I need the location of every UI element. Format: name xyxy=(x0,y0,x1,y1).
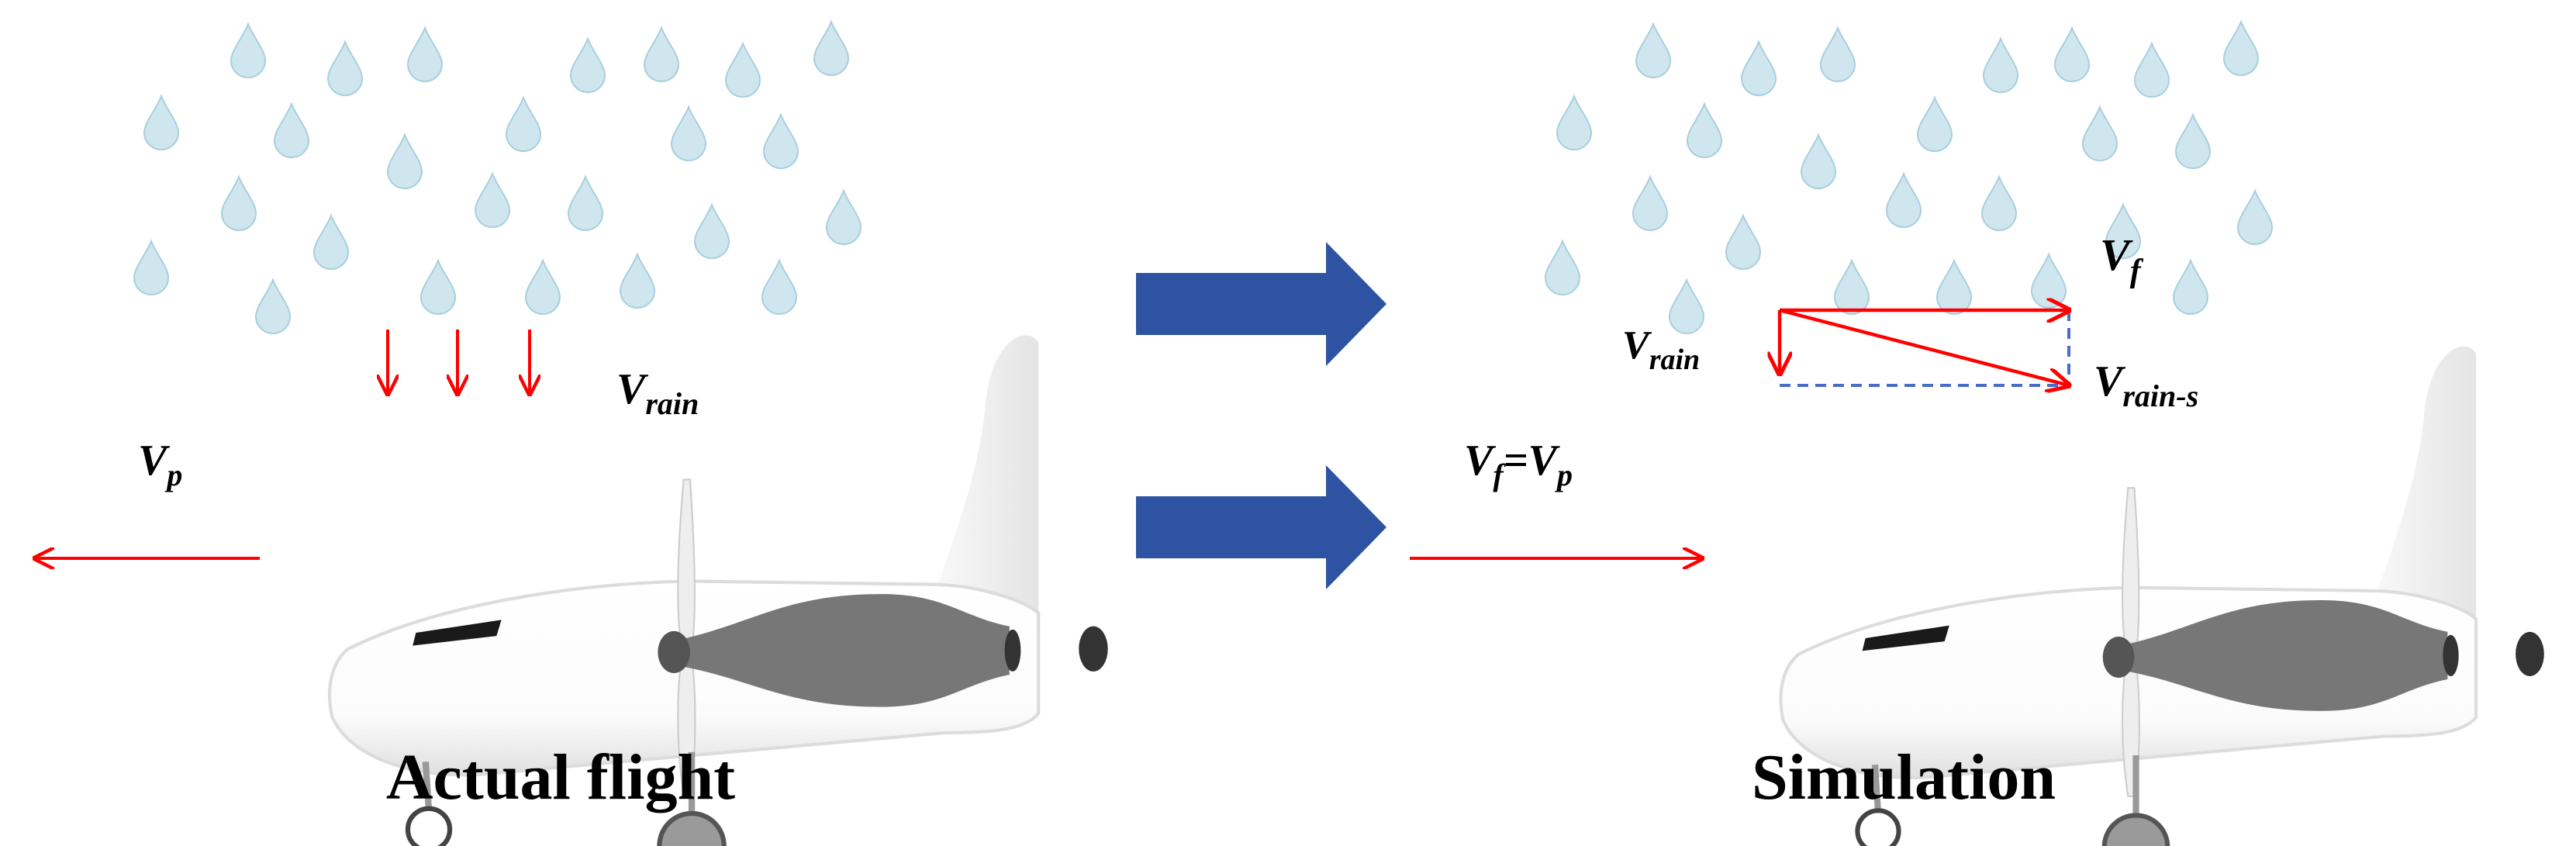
raindrop-icon xyxy=(506,97,541,152)
v-rain-label-right: Vrain xyxy=(1622,323,1700,376)
raindrop-icon xyxy=(1556,95,1592,150)
raindrop-icon xyxy=(143,95,179,150)
raindrop-icon xyxy=(133,240,169,295)
raindrop-icon xyxy=(420,260,456,315)
raindrop-icon xyxy=(525,260,561,315)
raindrop-icon xyxy=(1635,23,1671,78)
raindrop-icon xyxy=(826,190,862,245)
raindrop-icon xyxy=(230,23,266,78)
raindrop-icon xyxy=(2031,254,2067,309)
raindrop-icon xyxy=(1834,260,1870,315)
raindrop-icon xyxy=(644,27,679,82)
velocity-equation-label: Vf=Vp xyxy=(1464,437,1573,492)
raindrop-icon xyxy=(1669,279,1704,334)
block-arrow-icon xyxy=(1136,242,1386,366)
block-arrow-icon xyxy=(1136,465,1386,589)
raindrop-icon xyxy=(475,173,510,228)
raindrop-icon xyxy=(1687,103,1722,158)
raindrop-icon xyxy=(1801,134,1836,189)
raindrop-icon xyxy=(568,176,603,231)
raindrop-icon xyxy=(1983,38,2018,93)
caption-simulation: Simulation xyxy=(1752,741,2056,813)
raindrop-icon xyxy=(221,176,257,231)
raindrop-icon xyxy=(274,103,309,158)
raindrop-icon xyxy=(725,43,761,98)
raindrop-icon xyxy=(2237,190,2273,245)
raindrop-icon xyxy=(255,279,291,334)
v-rain-s-label: Vrain-s xyxy=(2094,357,2198,413)
raindrop-icon xyxy=(2054,27,2090,82)
raindrop-icon xyxy=(813,21,849,76)
rain-velocity-arrows xyxy=(388,330,530,394)
raindrop-icon xyxy=(327,41,363,96)
velocity-vector-diagram xyxy=(1780,310,2069,385)
v-f-label: Vf xyxy=(2100,230,2144,289)
raindrop-icon xyxy=(763,114,799,169)
raindrop-icon xyxy=(694,204,730,259)
raindrop-icon xyxy=(1725,215,1761,270)
caption-actual-flight: Actual flight xyxy=(386,741,735,813)
v-p-label-left: Vp xyxy=(138,437,182,492)
raindrop-icon xyxy=(1936,260,1972,315)
raindrop-icon xyxy=(1981,176,2017,231)
raindrop-icon xyxy=(2134,43,2170,98)
raindrop-icon xyxy=(761,260,797,315)
raindrop-icon xyxy=(1886,173,1922,228)
raindrop-icon xyxy=(2223,21,2259,76)
raindrop-icon xyxy=(2082,106,2118,161)
left-rain-cloud xyxy=(133,21,862,334)
v-rain-s-vector xyxy=(1779,308,2069,385)
v-rain-label-left: Vrain xyxy=(616,365,699,421)
right-rain-cloud xyxy=(1545,21,2273,334)
raindrop-icon xyxy=(1632,176,1668,231)
raindrop-icon xyxy=(620,254,655,309)
raindrop-icon xyxy=(387,134,423,189)
raindrop-icon xyxy=(2173,260,2208,315)
raindrop-icon xyxy=(313,215,349,270)
raindrop-icon xyxy=(1545,240,1580,295)
raindrop-icon xyxy=(1917,97,1953,152)
raindrop-icon xyxy=(671,106,706,161)
raindrop-icon xyxy=(1820,27,1856,82)
raindrop-icon xyxy=(1741,41,1777,96)
raindrop-icon xyxy=(570,38,606,93)
raindrop-icon xyxy=(2175,114,2211,169)
raindrop-icon xyxy=(407,27,443,82)
